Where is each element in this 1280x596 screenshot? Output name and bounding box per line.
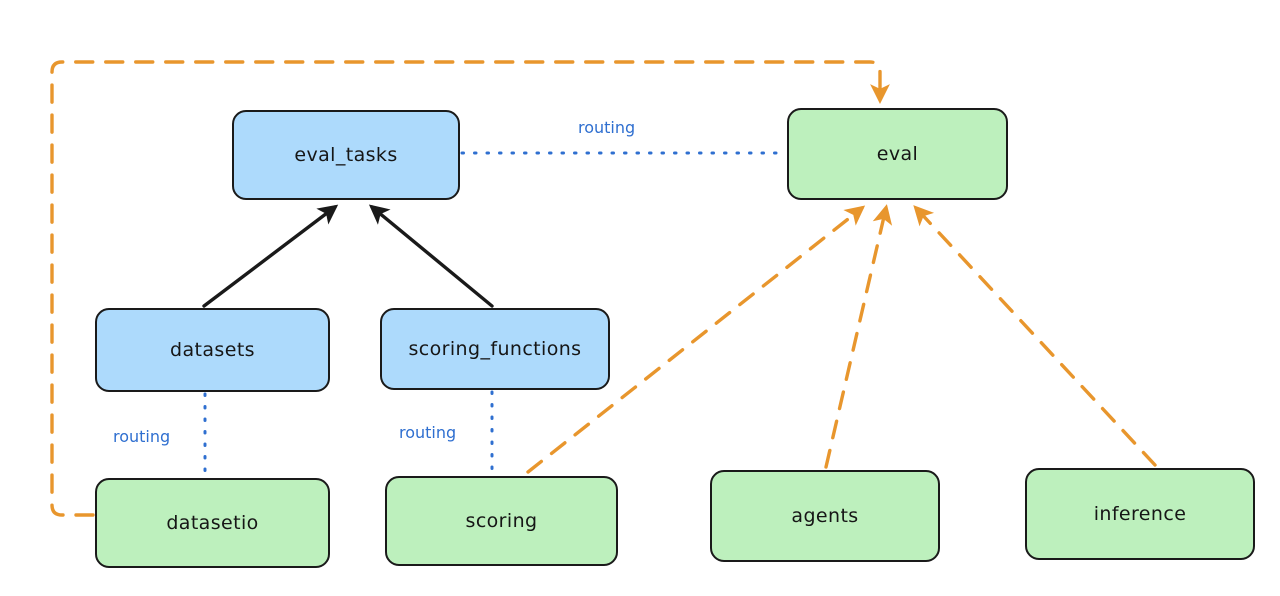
edge-scoring-functions-to-eval-tasks bbox=[368, 204, 494, 308]
node-label-scoring-functions: scoring_functions bbox=[408, 338, 582, 360]
node-label-eval-tasks: eval_tasks bbox=[294, 144, 398, 166]
edge-inference-to-eval bbox=[913, 205, 1157, 467]
node-label-inference: inference bbox=[1093, 503, 1187, 525]
node-label-datasets: datasets bbox=[170, 339, 255, 361]
node-label-scoring: scoring bbox=[465, 510, 538, 532]
edge-label-routing-datasets: routing bbox=[113, 427, 171, 446]
node-datasetio[interactable]: datasetio bbox=[95, 478, 330, 568]
node-scoring-functions[interactable]: scoring_functions bbox=[380, 308, 610, 390]
node-label-agents: agents bbox=[791, 505, 859, 527]
edge-scoring-to-eval bbox=[526, 205, 866, 474]
node-scoring[interactable]: scoring bbox=[385, 476, 618, 566]
node-datasets[interactable]: datasets bbox=[95, 308, 330, 392]
node-agents[interactable]: agents bbox=[710, 470, 940, 562]
node-inference[interactable]: inference bbox=[1025, 468, 1255, 560]
node-label-datasetio: datasetio bbox=[166, 512, 259, 534]
edge-datasets-to-eval-tasks bbox=[202, 204, 339, 308]
edge-label-routing-eval-tasks: routing bbox=[578, 118, 636, 137]
edge-label-routing-scoring: routing bbox=[399, 423, 457, 442]
node-eval-tasks[interactable]: eval_tasks bbox=[232, 110, 460, 200]
edge-agents-to-eval bbox=[824, 204, 893, 469]
node-label-eval: eval bbox=[876, 143, 919, 165]
edge-datasetio-to-eval bbox=[50, 60, 890, 517]
node-eval[interactable]: eval bbox=[787, 108, 1008, 200]
